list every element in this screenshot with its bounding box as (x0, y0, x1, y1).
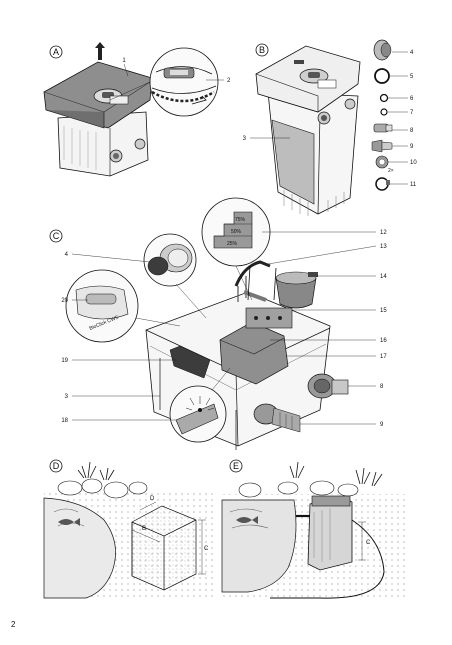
fitting-8-assembled (307, 373, 349, 399)
svg-text:6: 6 (410, 96, 414, 102)
svg-text:12: 12 (380, 230, 387, 236)
part-9-stepped-nozzle: 9 (371, 139, 414, 153)
callout-a-2: 2 (206, 78, 231, 84)
svg-text:2: 2 (227, 78, 231, 84)
svg-text:13: 13 (380, 244, 387, 250)
svg-text:75%: 75% (235, 217, 246, 223)
callout-b-3: 3 (243, 136, 290, 142)
magnifier-connector (109, 81, 151, 101)
magnifier-clamp-detail (149, 47, 219, 117)
filter-unit-closed (43, 42, 153, 177)
svg-text:B: B (259, 45, 265, 55)
dimension-d-depth: D (139, 496, 157, 511)
callout-a-1: 1 (122, 58, 129, 77)
dimension-d-height: C (198, 519, 209, 575)
callout-c-13: 13 (267, 244, 387, 265)
svg-text:25%: 25% (227, 241, 238, 247)
callout-c-19: 19 (61, 358, 176, 364)
svg-text:C: C (204, 546, 209, 552)
magnifier-foam-detail: 75% 50% 25% (201, 197, 271, 267)
callout-c-18: 18 (61, 418, 176, 424)
svg-text:9: 9 (380, 422, 384, 428)
part-7-small-ring: 7 (380, 108, 414, 116)
svg-text:D: D (53, 461, 60, 471)
panel-e: E C (221, 459, 408, 599)
svg-text:18: 18 (61, 418, 68, 424)
magnifier-bioclick-detail: BioClick CWS (65, 269, 139, 343)
svg-text:7: 7 (410, 110, 414, 116)
svg-text:50%: 50% (231, 229, 242, 235)
svg-text:C: C (53, 231, 60, 241)
callout-c-15: 15 (292, 308, 387, 314)
pond-scene-d (43, 461, 214, 599)
magnifier-knob-detail (143, 233, 197, 287)
svg-text:19: 19 (61, 358, 68, 364)
callout-c-12: 12 (262, 230, 387, 236)
callout-c-16: 16 (270, 338, 387, 344)
svg-text:14: 14 (380, 274, 387, 280)
svg-text:5: 5 (410, 74, 414, 80)
svg-text:4: 4 (410, 50, 414, 56)
svg-text:9: 9 (410, 144, 414, 150)
fitting-9-assembled (253, 403, 301, 433)
svg-text:8: 8 (380, 384, 384, 390)
panel-a: A (43, 42, 231, 177)
magnifier-indicator-connector (211, 367, 231, 391)
panel-b-letter: B (255, 43, 269, 57)
svg-text:17: 17 (380, 354, 387, 360)
svg-text:C: C (366, 540, 371, 546)
callout-c-20: 20 (61, 298, 88, 304)
svg-text:11: 11 (410, 182, 417, 188)
svg-text:15: 15 (380, 308, 387, 314)
callout-c-4: 4 (65, 252, 151, 263)
svg-text:2×: 2× (388, 168, 394, 174)
filter-unit-open-tall (255, 45, 361, 216)
callout-c-3: 3 (65, 394, 160, 400)
svg-text:E: E (233, 461, 239, 471)
dimension-e-height: C (358, 521, 371, 561)
part-4-inlet-adapter: 4 (373, 39, 414, 61)
pond-scene-e (221, 461, 408, 599)
part-11-hose-clamp: 11 (375, 177, 417, 191)
svg-text:20: 20 (61, 298, 68, 304)
panel-b: B 3 (243, 39, 417, 216)
part-6-o-ring: 6 (379, 93, 414, 103)
magnifier-foam-connector (235, 265, 253, 301)
panel-c: C (49, 197, 387, 450)
svg-text:1: 1 (122, 58, 126, 64)
magnifier-knob-connector (175, 283, 207, 319)
svg-text:3: 3 (243, 136, 247, 142)
part-5-seal-ring: 5 (374, 68, 414, 84)
svg-text:B: B (142, 526, 146, 532)
panel-d: D D B (43, 459, 214, 599)
svg-text:3: 3 (65, 394, 69, 400)
svg-text:16: 16 (380, 338, 387, 344)
svg-text:4: 4 (65, 252, 69, 258)
svg-text:8: 8 (410, 128, 414, 134)
panel-c-letter: C (49, 229, 63, 243)
part-8-hose-nozzle: 8 (373, 123, 414, 134)
callout-c-17: 17 (286, 354, 387, 360)
page-number: 2 (11, 620, 16, 629)
svg-text:10: 10 (410, 160, 417, 166)
panel-e-letter: E (229, 459, 243, 473)
magnifier-bioclick-connector (135, 317, 181, 327)
callout-c-14: 14 (316, 274, 387, 280)
callout-c-9: 9 (300, 422, 384, 428)
part-10-union-nut: 10 2× (375, 155, 417, 174)
dimension-d-width: B (131, 526, 161, 543)
svg-text:D: D (150, 496, 155, 502)
panel-a-letter: A (49, 45, 63, 59)
magnifier-indicator-detail (169, 385, 227, 443)
panel-d-letter: D (49, 459, 63, 473)
callout-c-8: 8 (348, 384, 384, 390)
svg-text:A: A (53, 47, 59, 57)
